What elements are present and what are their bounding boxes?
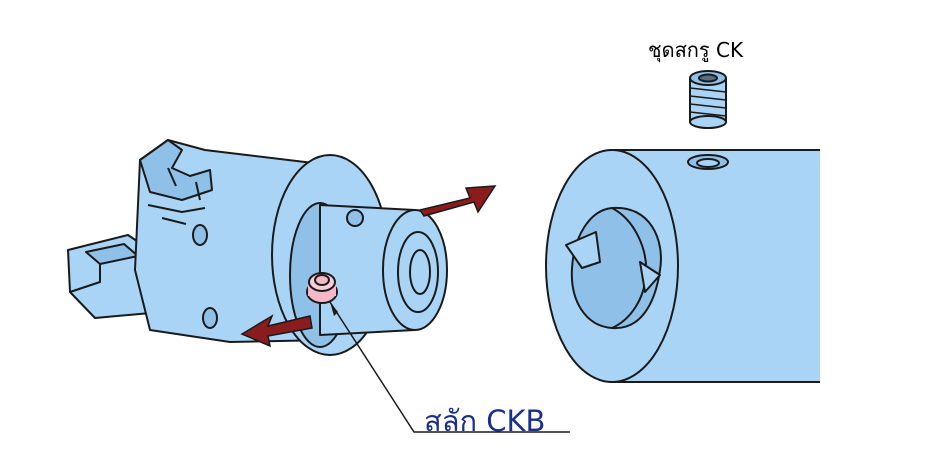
- pin-leader-line: [329, 301, 570, 433]
- screw-set-label: ชุดสกรู CK: [648, 38, 744, 62]
- socket-key-right: [639, 261, 661, 293]
- body-hole-1: [192, 224, 208, 246]
- holder-cylinder: [545, 149, 820, 383]
- pin-ckb: [306, 272, 338, 304]
- arrow-right: [418, 185, 497, 217]
- screw-ck: [689, 70, 727, 129]
- socket-key-left: [565, 231, 601, 269]
- arrow-left: [240, 314, 313, 348]
- pin-label: สลัก CKB: [424, 404, 546, 438]
- cutting-head: [67, 139, 448, 356]
- direction-arrows: [240, 185, 497, 348]
- shaft-hole: [346, 209, 364, 227]
- body-hole-2: [202, 307, 218, 329]
